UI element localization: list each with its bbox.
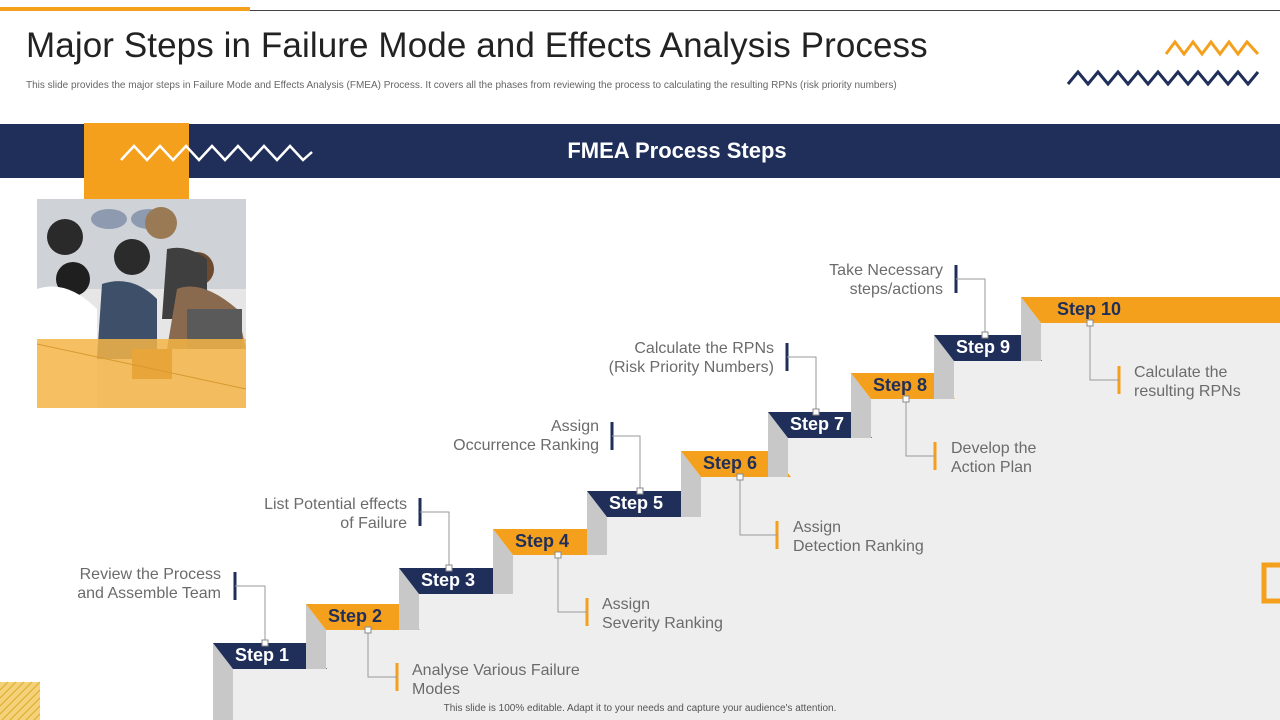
team-photo xyxy=(37,199,246,408)
banner-accent-block xyxy=(84,123,189,199)
step-7-description: Calculate the RPNs (Risk Priority Number… xyxy=(608,340,774,376)
step-10-description: Calculate the resulting RPNs xyxy=(1134,364,1241,400)
step-2-tread xyxy=(306,604,420,630)
zigzag-decoration-icon xyxy=(1066,39,1260,87)
step-7-riser xyxy=(768,412,788,477)
footer-note: This slide is 100% editable. Adapt it to… xyxy=(443,703,837,714)
step-3-tread xyxy=(399,568,513,594)
step-9-description: Take Necessary steps/actions xyxy=(829,262,943,298)
step-5-connector xyxy=(612,435,641,491)
step-2-description: Analyse Various Failure Modes xyxy=(412,662,580,698)
step-3-connector xyxy=(420,511,450,568)
step-8-anchor xyxy=(902,395,910,403)
step-4-tread xyxy=(493,529,607,555)
step-1-label: Step 1 xyxy=(235,645,290,665)
step-1-riser xyxy=(213,643,233,720)
step-10-connector xyxy=(1089,323,1119,381)
step-5-anchor xyxy=(636,487,644,495)
step-9-riser xyxy=(934,335,954,399)
step-9-connector xyxy=(956,278,986,335)
step-6-description: Assign Detection Ranking xyxy=(793,519,924,555)
step-7-label: Step 7 xyxy=(790,414,845,434)
step-5-tread xyxy=(587,491,701,517)
step-5-label: Step 5 xyxy=(609,493,664,513)
step-5-description: Assign Occurrence Ranking xyxy=(453,418,599,454)
hatch-decoration-icon xyxy=(0,682,40,720)
step-2-label: Step 2 xyxy=(328,606,383,626)
step-2-riser xyxy=(306,604,326,669)
step-4-anchor xyxy=(554,551,562,559)
page-title: Major Steps in Failure Mode and Effects … xyxy=(26,26,928,65)
page-subtitle: This slide provides the major steps in F… xyxy=(26,80,897,91)
step-3-label: Step 3 xyxy=(421,570,476,590)
edge-bracket-icon xyxy=(1261,562,1280,604)
step-1-tread xyxy=(213,643,327,669)
step-9-label: Step 9 xyxy=(956,337,1011,357)
staircase-wall xyxy=(213,323,1280,720)
step-6-tread xyxy=(681,451,791,477)
step-7-anchor xyxy=(812,408,820,416)
step-5-riser xyxy=(587,491,607,555)
step-6-riser xyxy=(681,451,701,517)
step-10-riser xyxy=(1021,297,1041,361)
step-2-connector xyxy=(367,630,397,678)
section-banner xyxy=(0,124,1280,178)
step-8-connector xyxy=(905,399,935,457)
step-10-tread xyxy=(1021,297,1280,323)
step-8-riser xyxy=(851,373,871,438)
step-7-connector xyxy=(787,356,817,412)
step-6-label: Step 6 xyxy=(703,453,758,473)
banner-title: FMEA Process Steps xyxy=(567,138,787,163)
step-3-riser xyxy=(399,568,419,630)
step-1-description: Review the Process and Assemble Team xyxy=(77,566,221,602)
step-3-anchor xyxy=(445,564,453,572)
step-4-connector xyxy=(557,555,587,613)
step-2-anchor xyxy=(364,626,372,634)
step-6-anchor xyxy=(736,473,744,481)
step-1-anchor xyxy=(261,639,269,647)
step-8-description: Develop the Action Plan xyxy=(951,440,1037,476)
step-10-label: Step 10 xyxy=(1057,299,1122,319)
step-7-tread xyxy=(768,412,872,438)
step-9-anchor xyxy=(981,331,989,339)
step-6-connector xyxy=(739,477,777,536)
step-9-tread xyxy=(934,335,1042,361)
step-8-tread xyxy=(851,373,955,399)
banner-zigzag-icon xyxy=(120,144,313,162)
step-4-label: Step 4 xyxy=(515,531,570,551)
step-8-label: Step 8 xyxy=(873,375,928,395)
step-1-connector xyxy=(235,585,266,643)
top-rule xyxy=(0,7,1280,11)
step-3-description: List Potential effects of Failure xyxy=(264,496,407,532)
step-4-riser xyxy=(493,529,513,594)
step-10-anchor xyxy=(1086,319,1094,327)
step-4-description: Assign Severity Ranking xyxy=(602,596,723,632)
